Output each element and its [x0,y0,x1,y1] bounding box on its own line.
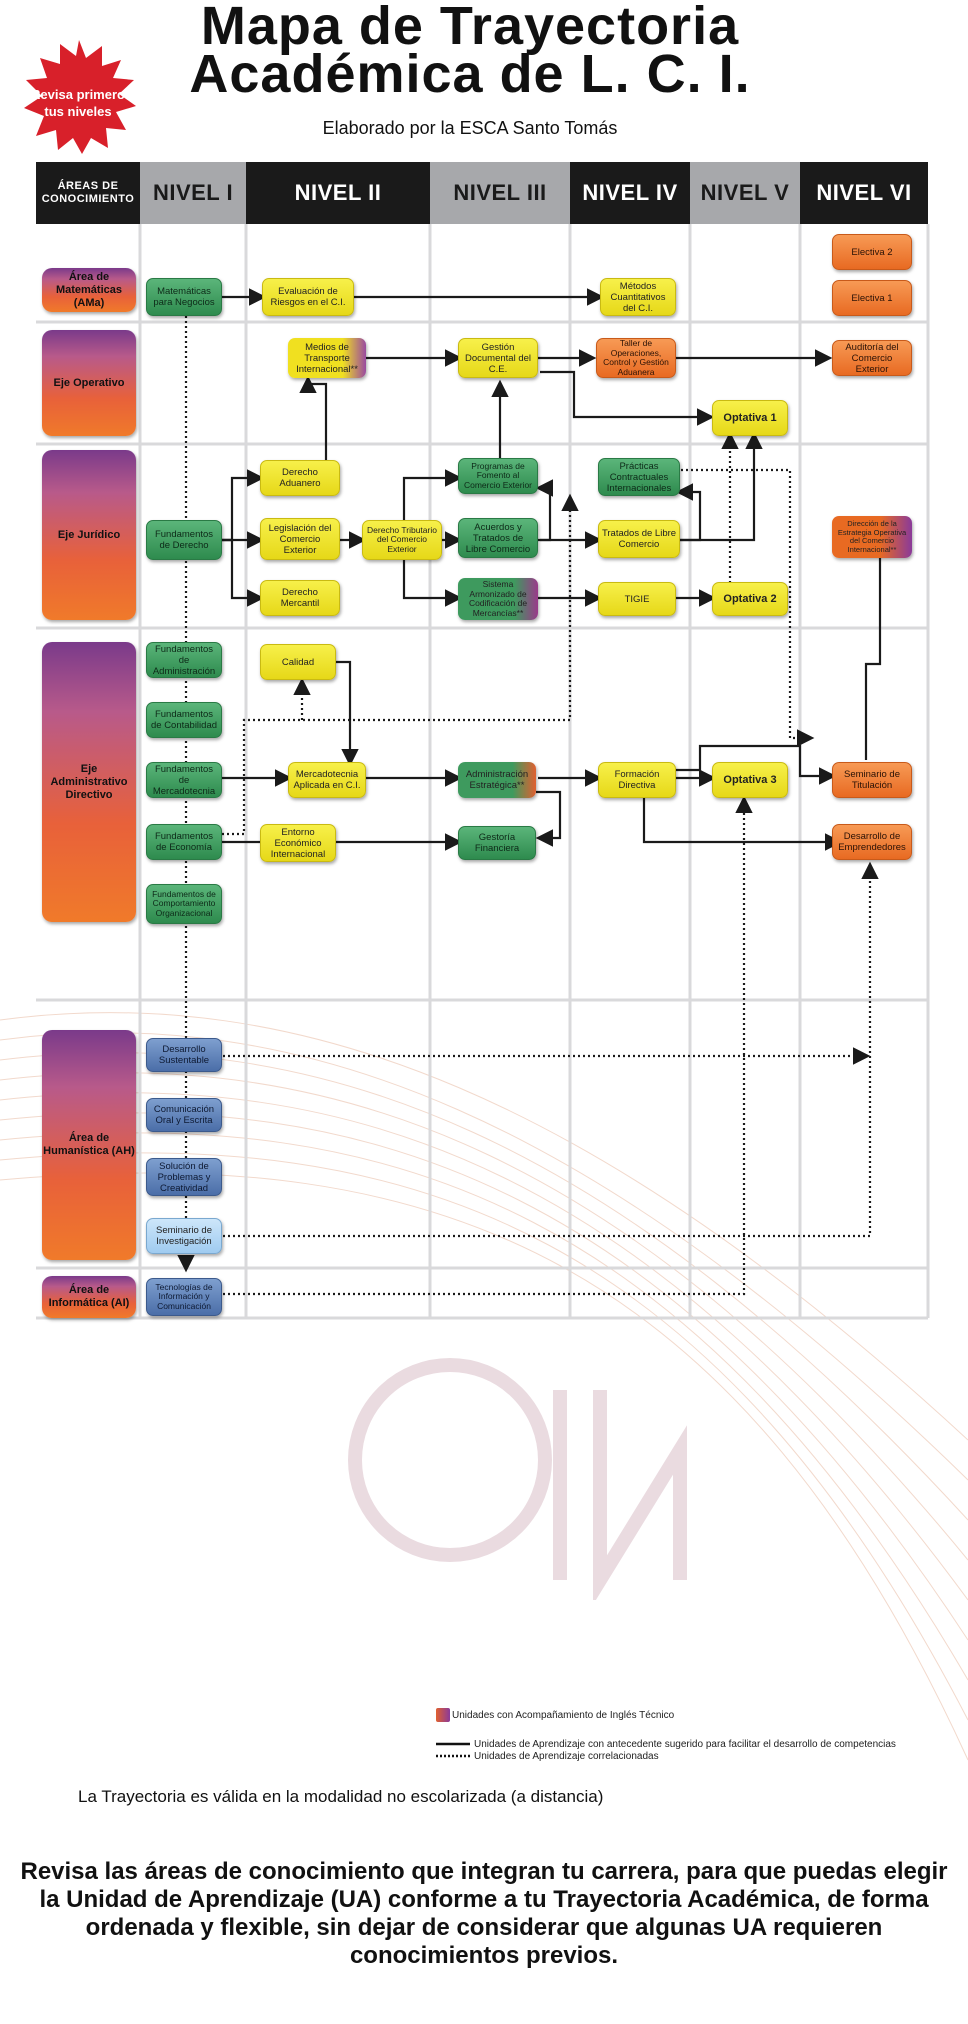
course-entorno-economico[interactable]: Entorno Económico Internacional [260,824,336,862]
course-optativa-3[interactable]: Optativa 3 [712,762,788,798]
course-desarrollo-sustentable[interactable]: Desarrollo Sustentable [146,1038,222,1072]
column-header-areas: ÁREAS DE CONOCIMIENTO [36,162,140,224]
course-matematicas-negocios[interactable]: Matemáticas para Negocios [146,278,222,316]
course-mercadotecnia-aplicada[interactable]: Mercadotecnia Aplicada en C.I. [288,762,366,798]
course-practicas-contractuales[interactable]: Prácticas Contractuales Internacionales [598,458,680,496]
course-fundamentos-comportamiento[interactable]: Fundamentos de Comportamiento Organizaci… [146,884,222,924]
area-matematicas: Área de Matemáticas (AMa) [42,268,136,312]
course-optativa-1[interactable]: Optativa 1 [712,400,788,436]
course-fundamentos-contabilidad[interactable]: Fundamentos de Contabilidad [146,702,222,738]
course-gestoria-financiera[interactable]: Gestoría Financiera [458,826,536,860]
course-optativa-2[interactable]: Optativa 2 [712,582,788,616]
connector-lines [177,288,889,1296]
course-metodos-cuantitativos[interactable]: Métodos Cuantitativos del C.I. [600,278,676,316]
course-derecho-aduanero[interactable]: Derecho Aduanero [260,460,340,496]
course-electiva-2[interactable]: Electiva 2 [832,234,912,270]
course-auditoria-comercio[interactable]: Auditoría del Comercio Exterior [832,340,912,376]
ipn-watermark-logo [348,1358,687,1600]
course-fundamentos-economia[interactable]: Fundamentos de Economía [146,824,222,860]
course-taller-operaciones[interactable]: Taller de Operaciones, Control y Gestión… [596,338,676,378]
course-medios-transporte[interactable]: Medios de Transporte Internacional** [288,338,366,378]
course-derecho-tributario[interactable]: Derecho Tributario del Comercio Exterior [362,520,442,560]
course-seminario-titulacion[interactable]: Seminario de Titulación [832,762,912,798]
column-header-nivel-1: NIVEL I [140,162,246,224]
area-eje-operativo: Eje Operativo [42,330,136,436]
modality-note: La Trayectoria es válida en la modalidad… [78,1787,604,1806]
area-eje-administrativo: Eje Administrativo Directivo [42,642,136,922]
legend-dotted-label: Unidades de Aprendizaje correlacionadas [474,1751,659,1762]
course-administracion-estrategica[interactable]: Administración Estratégica** [458,762,536,798]
course-direccion-estrategia[interactable]: Dirección de la Estrategia Operativa del… [832,516,912,558]
course-fundamentos-administracion[interactable]: Fundamentos de Administración [146,642,222,678]
legend-lines [436,1742,470,1758]
course-evaluacion-riesgos[interactable]: Evaluación de Riesgos en el C.I. [262,278,354,316]
legend-solid-label: Unidades de Aprendizaje con antecedente … [474,1739,896,1750]
page-subtitle: Elaborado por la ESCA Santo Tomás [322,118,618,138]
column-header-nivel-2: NIVEL II [246,162,430,224]
column-header-nivel-5: NIVEL V [690,162,800,224]
column-header-nivel-4: NIVEL IV [570,162,690,224]
legend-ingles-label: Unidades con Acompañamiento de Inglés Té… [452,1710,675,1721]
course-formacion-directiva[interactable]: Formación Directiva [598,762,676,798]
area-informatica: Área de Informática (AI) [42,1276,136,1318]
area-eje-juridico: Eje Jurídico [42,450,136,620]
course-gestion-documental[interactable]: Gestión Documental del C.E. [458,338,538,378]
course-programas-fomento[interactable]: Programas de Fomento al Comercio Exterio… [458,458,538,494]
course-acuerdos-tratados[interactable]: Acuerdos y Tratados de Libre Comercio [458,518,538,558]
course-tigie[interactable]: TIGIE [598,582,676,616]
course-tecnologias-informacion[interactable]: Tecnologías de Información y Comunicació… [146,1278,222,1316]
course-solucion-problemas[interactable]: Solución de Problemas y Creatividad [146,1158,222,1196]
course-calidad[interactable]: Calidad [260,644,336,680]
course-electiva-1[interactable]: Electiva 1 [832,280,912,316]
course-fundamentos-mercadotecnia[interactable]: Fundamentos de Mercadotecnia [146,762,222,798]
course-legislacion[interactable]: Legislación del Comercio Exterior [260,518,340,560]
starburst-badge [20,38,138,156]
course-comunicacion-oral[interactable]: Comunicación Oral y Escrita [146,1098,222,1132]
column-header-nivel-6: NIVEL VI [800,162,928,224]
course-sistema-armonizado[interactable]: Sistema Armonizado de Codificación de Me… [458,578,538,620]
course-tratados-libre-comercio[interactable]: Tratados de Libre Comercio [598,520,680,558]
course-fundamentos-derecho[interactable]: Fundamentos de Derecho [146,520,222,560]
column-header-nivel-3: NIVEL III [430,162,570,224]
course-derecho-mercantil[interactable]: Derecho Mercantil [260,580,340,616]
area-humanistica: Área de Humanística (AH) [42,1030,136,1260]
footer-instructions: Revisa las áreas de conocimiento que int… [20,1858,948,1969]
course-desarrollo-emprendedores[interactable]: Desarrollo de Emprendedores [832,824,912,860]
course-seminario-investigacion[interactable]: Seminario de Investigación [146,1218,222,1254]
english-support-legend-swatch [436,1708,450,1722]
